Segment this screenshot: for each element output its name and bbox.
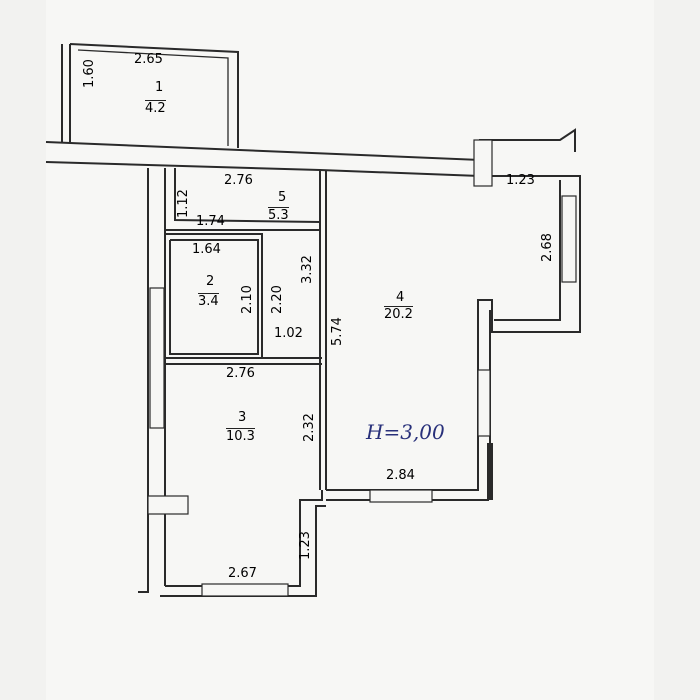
- dim-room-2-height-a: 2.10: [240, 285, 255, 314]
- dim-room-5-depth: 3.32: [300, 255, 315, 284]
- dim-room-3-bottom-width: 2.67: [228, 566, 257, 581]
- wall-left: [138, 168, 166, 593]
- dim-room-4-height: 5.74: [330, 317, 345, 346]
- wall-center: [319, 170, 327, 490]
- room-2-number: 2: [206, 274, 215, 289]
- dim-bay-width: 1.23: [506, 173, 535, 188]
- dim-room-5-height: 1.12: [176, 189, 191, 218]
- window-room-4-bottom: [369, 489, 433, 503]
- wall-corridor-top: [45, 128, 576, 162]
- room-5-number: 5: [278, 190, 287, 205]
- dim-room-2-width: 1.64: [192, 242, 221, 257]
- wall-partition-2-3: [165, 357, 322, 365]
- wall-corridor-bottom: [45, 161, 560, 177]
- window-room-3: [201, 583, 289, 597]
- window-room-4-bay: [561, 195, 577, 283]
- dim-room-2-height-b: 2.20: [270, 285, 285, 314]
- left-wall-panel: [149, 287, 165, 429]
- dim-room-4-width: 2.84: [386, 468, 415, 483]
- dim-room-1-height: 1.60: [82, 59, 97, 88]
- dim-room-3-jog: 1.23: [298, 531, 313, 560]
- dim-room-3-width: 2.76: [226, 366, 255, 381]
- wall-room-4-inner: [489, 180, 561, 500]
- left-wall-jamb: [147, 495, 189, 515]
- dim-corridor-width: 2.76: [224, 173, 253, 188]
- room-3-number: 3: [238, 410, 247, 425]
- wall-room-1: [61, 43, 239, 148]
- room-4-number: 4: [396, 290, 405, 305]
- corridor-end-block: [473, 139, 493, 187]
- dim-room-5-width: 1.74: [196, 214, 225, 229]
- ceiling-height-annotation: H=3,00: [366, 420, 445, 444]
- room-1-number: 1: [155, 80, 164, 95]
- room-1-area: 4.2: [145, 100, 166, 116]
- dim-room-1-width: 2.65: [134, 52, 163, 67]
- dim-bay-height: 2.68: [540, 233, 555, 262]
- room-3-area: 10.3: [226, 428, 255, 444]
- dim-room-3-height: 2.32: [302, 413, 317, 442]
- room-4-area: 20.2: [384, 306, 413, 322]
- dim-passage-width: 1.02: [274, 326, 303, 341]
- room-2-area: 3.4: [198, 293, 219, 309]
- wall-room-1-inner: [77, 49, 229, 146]
- room-5-area: 5.3: [268, 207, 289, 223]
- wall-room-4: [326, 175, 581, 501]
- window-room-4-right: [477, 369, 491, 437]
- wall-room-2: [165, 233, 263, 358]
